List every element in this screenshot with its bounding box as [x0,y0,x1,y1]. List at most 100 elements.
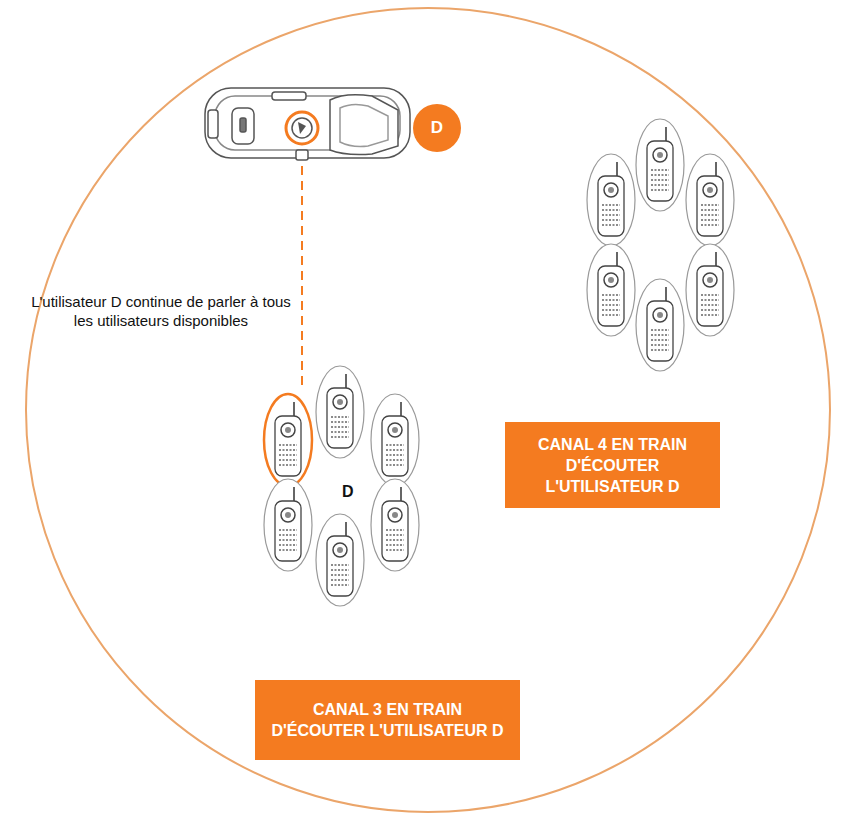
radio-part [327,536,353,596]
radio-group [264,119,734,606]
radio-part [602,304,620,305]
leader-line [301,166,303,385]
radio-part [331,579,349,580]
radio-part [701,299,719,300]
radio-part [707,277,713,283]
radio-part [331,584,349,585]
radio-part [392,427,398,433]
radio-part [264,479,312,571]
radio-part [707,187,713,193]
radio-part [701,294,719,295]
radio-part [651,179,669,180]
radio-part [636,279,684,371]
radio [316,366,364,458]
radio-part [653,308,667,322]
radio-part [386,529,404,530]
radio-part [275,416,301,476]
radio-part [371,394,419,486]
radio-part [602,214,620,215]
radio-part [279,534,297,535]
radio-part [602,309,620,310]
channel-box: CANAL 4 EN TRAIN D'ÉCOUTER L'UTILISATEUR… [505,422,720,508]
radio-part [587,244,635,336]
radio-part [331,416,349,417]
radio-part [657,152,663,158]
radio-part [703,183,717,197]
radio [636,119,684,211]
node-text: D [431,118,443,138]
radio [264,479,312,571]
radio [371,479,419,571]
radio-part [602,224,620,225]
radio-part [686,244,734,336]
radio-part [386,449,404,450]
radio-part [285,512,291,518]
radio-part [331,574,349,575]
channel-box: CANAL 3 EN TRAIN D'ÉCOUTER L'UTILISATEUR… [255,680,520,760]
base-unit [205,88,410,160]
radio-part [602,299,620,300]
user-badge: D [413,104,461,152]
node-text: CANAL 4 EN TRAIN D'ÉCOUTER L'UTILISATEUR… [517,434,708,497]
radio-part [388,423,402,437]
radio [587,244,635,336]
radio-part [382,501,408,561]
radio-part [636,119,684,211]
radio-part [279,544,297,545]
radio-part [371,479,419,571]
radio-part [331,421,349,422]
range-circle [26,8,830,812]
radio-part [331,426,349,427]
radio-part [701,214,719,215]
radio-part [281,423,295,437]
radio-part [331,569,349,570]
radio-part [386,464,404,465]
radio-part [701,304,719,305]
radio-part [608,187,614,193]
radio-part [701,209,719,210]
radio [316,514,364,606]
radio-part [602,209,620,210]
radio-part [281,508,295,522]
radio [636,279,684,371]
radio-part [703,273,717,287]
radio-part [316,366,364,458]
radio-part [651,189,669,190]
radio-part [331,431,349,432]
callout-note: L'utilisateur D continue de parler à tou… [30,292,292,330]
radio-part [388,508,402,522]
radio-part [651,339,669,340]
radio-part [701,314,719,315]
user-label: D [342,482,362,501]
radio-part [275,501,301,561]
radio-part [279,454,297,455]
radio-part [587,154,635,246]
radio-part [602,314,620,315]
radio-part [331,564,349,565]
radio-part [331,436,349,437]
radio-part [651,334,669,335]
radio-part [608,277,614,283]
radio [264,394,312,486]
node-text: CANAL 3 EN TRAIN D'ÉCOUTER L'UTILISATEUR… [267,699,508,741]
radio-part [647,301,673,361]
radio-part [701,309,719,310]
radio-part [279,464,297,465]
radio-part [651,184,669,185]
radio-part [701,219,719,220]
radio-part [333,395,347,409]
radio-part [701,224,719,225]
radio-part [651,329,669,330]
radio-part [279,444,297,445]
radio-part [386,549,404,550]
radio-part [651,174,669,175]
radio [371,394,419,486]
radio-part [337,399,343,405]
radio-part [386,544,404,545]
radio-part [386,444,404,445]
radio-part [602,219,620,220]
radio-part [279,549,297,550]
radio-part [647,141,673,201]
radio-part [386,454,404,455]
radio-part [327,388,353,448]
